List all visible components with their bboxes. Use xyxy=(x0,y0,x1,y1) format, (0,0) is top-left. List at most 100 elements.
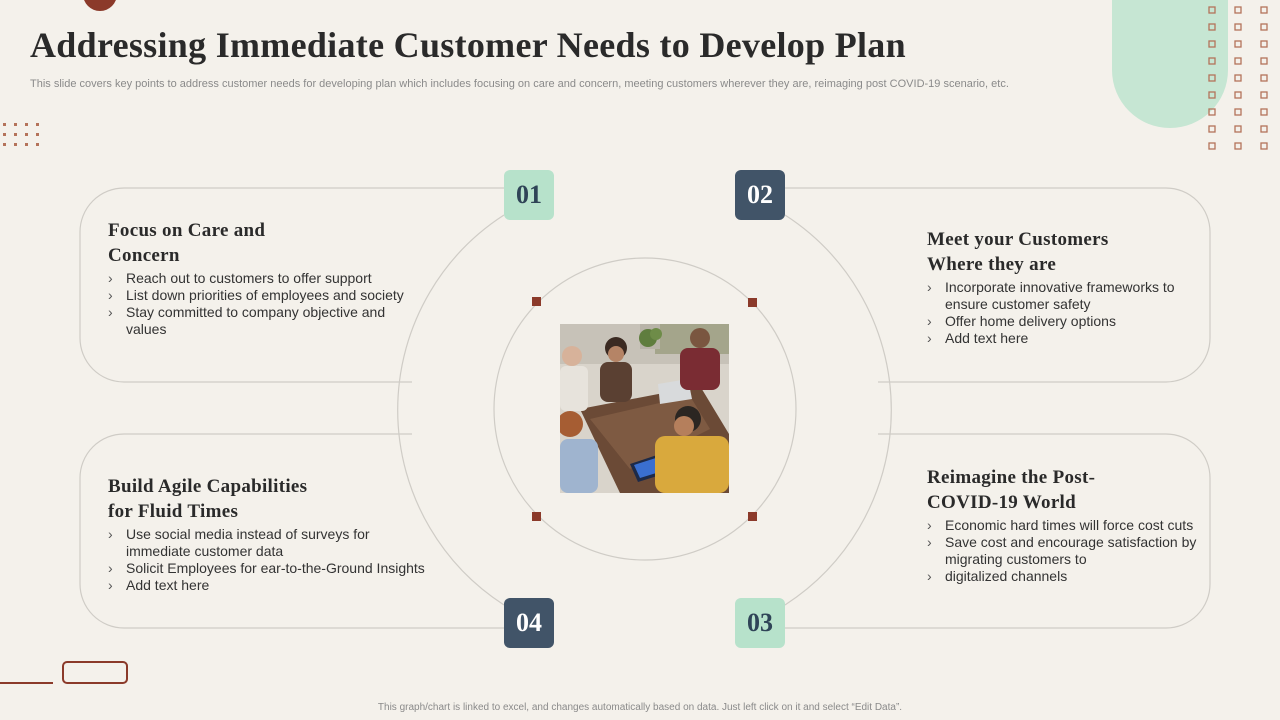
team-meeting-photo xyxy=(560,324,729,493)
chevron-right-icon: › xyxy=(927,329,932,346)
card-heading: Reimagine the Post- COVID-19 World xyxy=(927,465,1217,515)
list-item: ›Use social media instead of surveys for… xyxy=(108,526,370,559)
card-heading: Meet your Customers Where they are xyxy=(927,227,1207,277)
inner-circle xyxy=(493,257,797,561)
decor-dot xyxy=(1234,91,1242,99)
heading-line: Reimagine the Post- xyxy=(927,467,1096,488)
decor-dot xyxy=(1260,74,1268,82)
heading-line: Concern xyxy=(108,245,180,266)
card-04: Build Agile Capabilities for Fluid Times… xyxy=(108,474,448,594)
decor-dot xyxy=(36,143,39,146)
marker-square-tr xyxy=(748,298,757,307)
list-item: ›Offer home delivery options xyxy=(927,312,1116,329)
decor-dot xyxy=(1208,23,1216,31)
decor-dot xyxy=(25,123,28,126)
chevron-right-icon: › xyxy=(927,567,932,584)
decor-dot xyxy=(36,133,39,136)
outer-arc-right xyxy=(784,214,892,606)
decor-dot xyxy=(1208,91,1216,99)
card-02: Meet your Customers Where they are ›Inco… xyxy=(927,227,1207,347)
badge-01: 01 xyxy=(504,170,554,220)
badge-03: 03 xyxy=(735,598,785,648)
card-outline-02 xyxy=(785,187,1211,383)
bullet-list: ›Economic hard times will force cost cut… xyxy=(927,517,1217,584)
badge-02: 02 xyxy=(735,170,785,220)
marker-square-br xyxy=(748,512,757,521)
decor-dot xyxy=(1234,108,1242,116)
decor-dot xyxy=(1260,40,1268,48)
decor-dot xyxy=(1208,40,1216,48)
heading-line: Where they are xyxy=(927,254,1057,275)
list-item: ›digitalized channels xyxy=(927,567,1068,584)
card-03: Reimagine the Post- COVID-19 World ›Econ… xyxy=(927,465,1217,585)
decor-dot xyxy=(3,123,6,126)
card-outline-01 xyxy=(79,187,504,383)
list-item: ›Reach out to customers to offer support xyxy=(108,270,372,286)
decor-bottom-pill xyxy=(62,661,128,684)
chevron-right-icon: › xyxy=(927,517,932,533)
heading-line: Build Agile Capabilities xyxy=(108,476,308,497)
card-01: Focus on Care and Concern ›Reach out to … xyxy=(108,218,428,338)
decor-dot xyxy=(3,133,6,136)
decor-dot xyxy=(1208,74,1216,82)
list-item: ›Solicit Employees for ear-to-the-Ground… xyxy=(108,559,425,576)
decor-green-arch xyxy=(1112,0,1228,128)
decor-dot xyxy=(1234,125,1242,133)
decor-dot xyxy=(1208,125,1216,133)
decor-dot xyxy=(25,133,28,136)
heading-line: Focus on Care and xyxy=(108,220,266,241)
heading-line: COVID-19 World xyxy=(927,492,1077,513)
decor-dot xyxy=(1260,142,1268,150)
card-outline-03 xyxy=(785,433,1211,629)
card-heading: Build Agile Capabilities for Fluid Times xyxy=(108,474,448,524)
decor-dot xyxy=(1208,108,1216,116)
chevron-right-icon: › xyxy=(927,279,932,295)
chevron-right-icon: › xyxy=(108,303,113,320)
chevron-right-icon: › xyxy=(108,286,113,303)
list-item: ›Save cost and encourage satisfaction by… xyxy=(927,533,1197,567)
decor-top-circle xyxy=(84,0,116,11)
decor-dot xyxy=(1260,23,1268,31)
decor-dot xyxy=(36,123,39,126)
decor-dot xyxy=(14,133,17,136)
heading-line: Meet your Customers xyxy=(927,229,1109,250)
decor-dot xyxy=(14,123,17,126)
chevron-right-icon: › xyxy=(108,526,113,542)
chevron-right-icon: › xyxy=(108,559,113,576)
decor-dot-grid-right xyxy=(1208,6,1268,150)
footer-note: This graph/chart is linked to excel, and… xyxy=(377,702,903,713)
decor-dot xyxy=(1234,142,1242,150)
decor-dot xyxy=(1260,6,1268,14)
heading-line: for Fluid Times xyxy=(108,501,239,522)
bullet-list: ›Use social media instead of surveys for… xyxy=(108,526,448,593)
decor-dot xyxy=(1234,74,1242,82)
decor-dot xyxy=(1208,57,1216,65)
chevron-right-icon: › xyxy=(108,576,113,593)
decor-dot xyxy=(1260,125,1268,133)
list-item: ›Stay committed to company objective and… xyxy=(108,303,386,337)
chevron-right-icon: › xyxy=(927,533,932,550)
list-item: ›Economic hard times will force cost cut… xyxy=(927,517,1194,533)
badge-04: 04 xyxy=(504,598,554,648)
decor-dot xyxy=(14,143,17,146)
decor-dot xyxy=(1234,23,1242,31)
bullet-list: ›Reach out to customers to offer support… xyxy=(108,270,428,337)
decor-dot xyxy=(1260,91,1268,99)
decor-dot-grid-left xyxy=(3,123,39,146)
decor-dot xyxy=(1234,40,1242,48)
page-title: Addressing Immediate Customer Needs to D… xyxy=(30,25,906,65)
chevron-right-icon: › xyxy=(927,312,932,329)
marker-square-tl xyxy=(532,297,541,306)
list-item: ›List down priorities of employees and s… xyxy=(108,286,404,303)
list-item: ›Add text here xyxy=(108,576,210,593)
decor-dot xyxy=(3,143,6,146)
decor-dot xyxy=(1208,6,1216,14)
decor-dot xyxy=(1260,108,1268,116)
list-item: ›Add text here xyxy=(927,329,1029,346)
decor-dot xyxy=(1208,142,1216,150)
outer-arc-left xyxy=(397,214,505,606)
decor-dot xyxy=(1234,6,1242,14)
marker-square-bl xyxy=(532,512,541,521)
